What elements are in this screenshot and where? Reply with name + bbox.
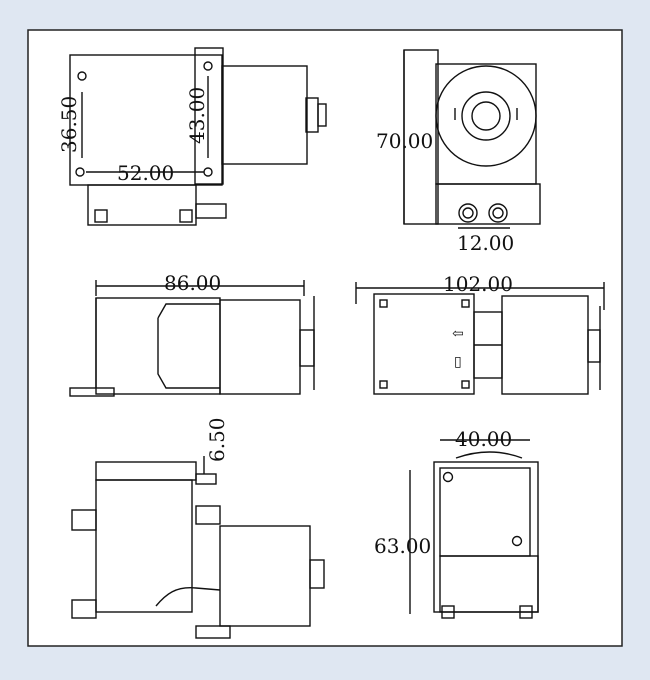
port-fitting [458,203,478,223]
mount-hole [77,71,87,81]
foot-bolt [441,605,455,619]
corner-screw [379,299,388,308]
nozzle [195,473,217,485]
flow-arrow-out: ▯ [454,354,462,370]
view-top-right [403,49,541,229]
lower-block [439,555,539,613]
diaphragm-outline [157,303,220,389]
dim-102-00: 102.00 [443,272,513,296]
motor-face-outer [435,65,537,167]
motor-face-inner [461,91,511,141]
dim-6-50: 6.50 [205,417,229,462]
dim-70-00: 70.00 [376,129,433,153]
base-foot [69,387,115,397]
curve-outline [155,587,221,607]
dim-86-00: 86.00 [164,271,221,295]
mount-tab [71,509,97,531]
mount-hole [75,167,85,177]
view-bottom-left [71,456,325,639]
motor-face-hub [471,101,501,131]
dim-36-50: 36.50 [57,96,81,153]
port-fitting-inner [462,207,474,219]
panel-screw [442,471,454,483]
view-middle-left [69,280,315,397]
flange-edge [194,47,224,185]
head-body [95,479,193,613]
drawing-sheet [27,29,623,647]
view-bottom-right [409,439,539,619]
corner-screw [379,380,388,389]
motor-shaft [317,103,327,127]
dim-40-00: 40.00 [455,427,512,451]
mount-tab [71,599,97,619]
port-fitting-inner [492,207,504,219]
corner-screw [461,299,470,308]
head-block [435,183,541,225]
foot-bolt [519,605,533,619]
dim-43-00: 43.00 [185,87,209,144]
panel-screw [511,535,523,547]
motor-end [309,559,325,589]
top-arc [455,451,523,459]
dim-63-00: 63.00 [374,534,431,558]
flow-arrow-in: ⇦ [452,326,464,342]
head-bolt-left [94,209,108,223]
corner-screw [461,380,470,389]
dim-12-00: 12.00 [457,231,514,255]
outlet-nozzle [195,203,227,219]
mount-hole [203,61,213,71]
view-top-left [69,47,327,226]
mount-tab [195,505,221,525]
motor-body [221,65,308,165]
head-bolt-right [179,209,193,223]
base-foot [195,625,231,639]
view-middle-right [355,282,605,395]
dim-52-00: 52.00 [117,161,174,185]
port-fitting [488,203,508,223]
